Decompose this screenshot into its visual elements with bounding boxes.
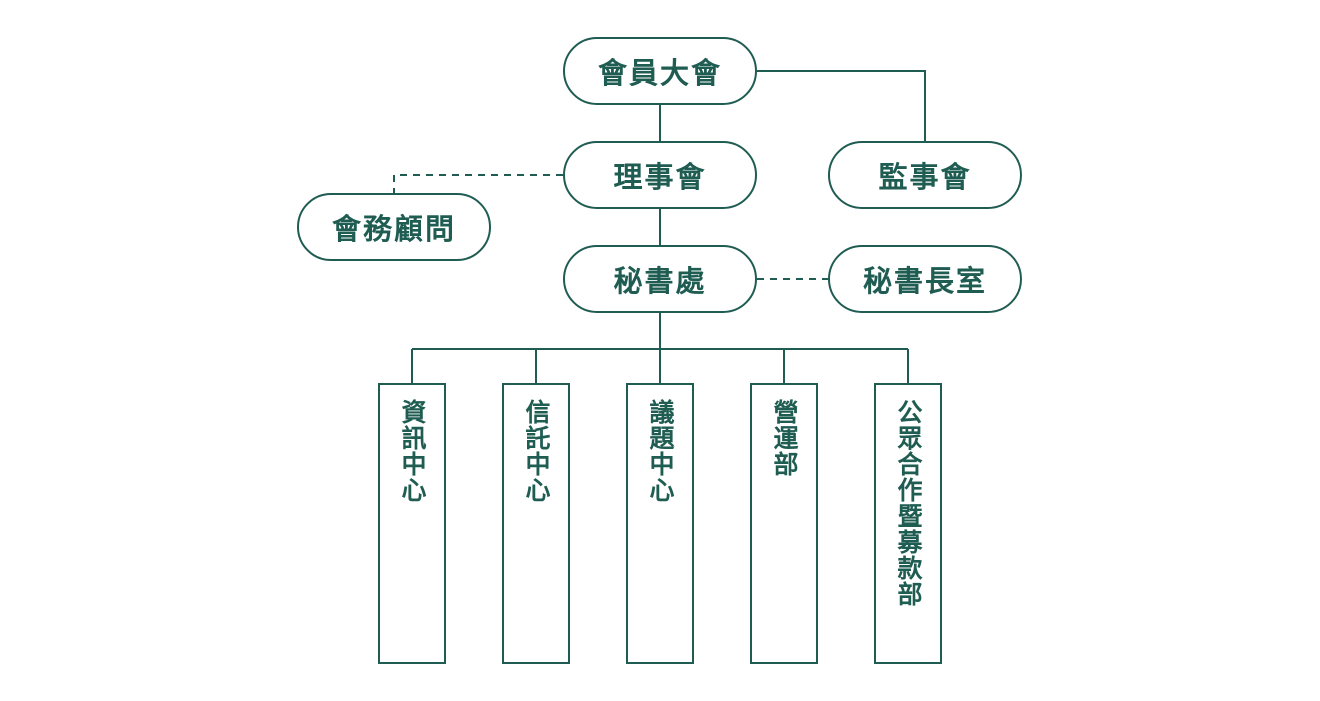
node-advisors: 會務顧問	[297, 193, 491, 261]
dept-information-center: 資訊中心	[378, 383, 446, 664]
node-secretariat: 秘書處	[563, 245, 757, 313]
line-assembly-to-supervisors	[757, 70, 926, 141]
dept-trust-center: 信託中心	[502, 383, 570, 664]
line-board-to-advisors	[393, 174, 563, 193]
node-secretary-general-office: 秘書長室	[828, 245, 1022, 313]
dept-operations: 營運部	[750, 383, 818, 664]
dept-issues-center: 議題中心	[626, 383, 694, 664]
node-board-of-supervisors: 監事會	[828, 141, 1022, 209]
dept-public-partnership-fundraising: 公眾合作暨募款部	[874, 383, 942, 664]
node-general-assembly: 會員大會	[563, 37, 757, 105]
node-board-of-directors: 理事會	[563, 141, 757, 209]
